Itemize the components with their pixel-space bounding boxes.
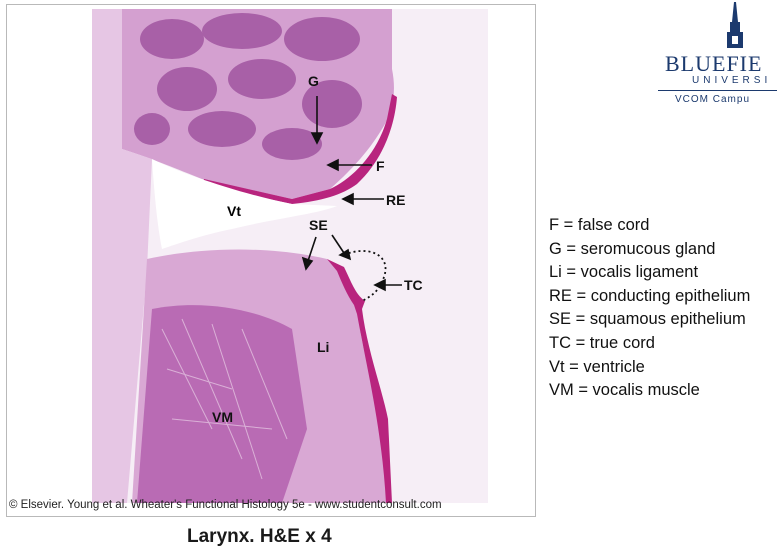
logo-wordmark: BLUEFIE <box>665 51 763 76</box>
legend-item: TC = true cord <box>549 333 655 352</box>
label-f: F <box>376 158 385 174</box>
label-vt: Vt <box>227 203 241 219</box>
legend-item: VM = vocalis muscle <box>549 381 700 400</box>
legend-item: F = false cord <box>549 216 650 234</box>
figure-panel: G F RE Vt SE TC Li VM © Elsevier. Young … <box>6 4 536 517</box>
tower-icon <box>727 2 743 48</box>
legend-item: Li = vocalis ligament <box>549 263 699 282</box>
logo-divider <box>658 90 777 91</box>
copyright-notice: © Elsevier. Young et al. Wheater's Funct… <box>9 499 442 511</box>
legend-item: Vt = ventricle <box>549 357 645 376</box>
larynx-tissue-illustration <box>92 9 488 503</box>
label-g: G <box>308 73 319 89</box>
legend-item: RE = conducting epithelium <box>549 286 751 305</box>
larynx-micrograph: G F RE Vt SE TC Li VM <box>92 9 488 503</box>
legend-item: SE = squamous epithelium <box>549 310 746 329</box>
label-se: SE <box>309 217 328 233</box>
logo-subtitle: UNIVERSI <box>692 75 772 86</box>
figure-caption: Larynx. H&E x 4 <box>187 526 332 547</box>
label-vm: VM <box>212 409 233 425</box>
label-re: RE <box>386 192 406 208</box>
legend-item: G = seromucous gland <box>549 239 716 258</box>
label-tc: TC <box>404 277 423 293</box>
logo-campus: VCOM Campu <box>675 94 751 105</box>
legend: F = false cord G = seromucous gland Li =… <box>549 214 750 403</box>
university-logo: BLUEFIE UNIVERSI VCOM Campu <box>656 0 777 110</box>
label-li: Li <box>317 339 330 355</box>
